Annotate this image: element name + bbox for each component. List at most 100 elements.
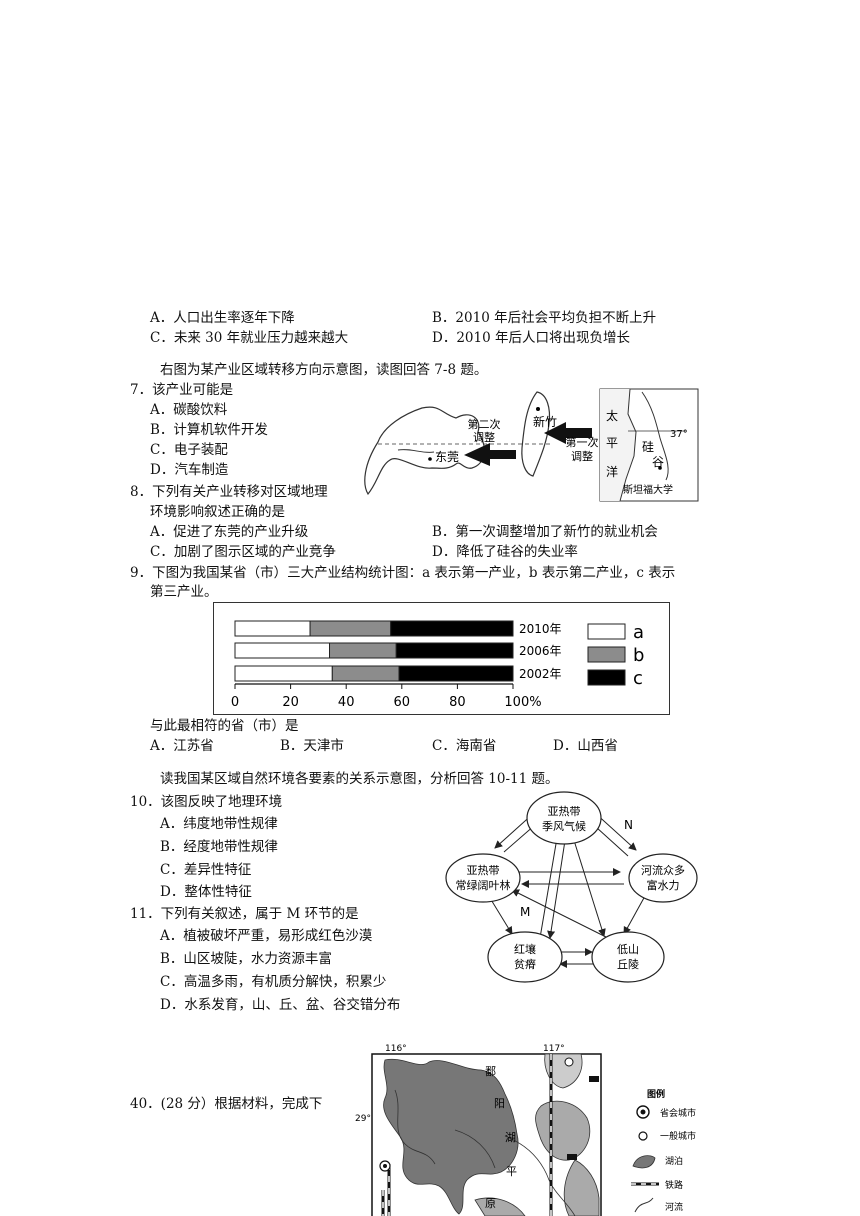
- q11-stem: 11．下列有关叙述，属于 M 环节的是: [130, 906, 359, 922]
- legend-swatch-c: [587, 669, 626, 686]
- q7-option-a: A．碳酸饮料: [150, 402, 228, 418]
- legend-swatch-a: [587, 623, 626, 640]
- q9-option-c: C．海南省: [432, 738, 497, 754]
- node-water-1: 河流众多: [641, 863, 685, 877]
- q7-stem: 7．该产业可能是: [130, 382, 234, 398]
- label-lon-117: 117°: [543, 1044, 565, 1054]
- label-gui: 硅: [642, 440, 654, 454]
- category-label-0: 2010年: [519, 622, 562, 636]
- label-first-adjust-2: 调整: [571, 449, 593, 463]
- bar-a-0: [234, 620, 311, 637]
- label-gu: 谷: [652, 455, 664, 469]
- label-m: M: [520, 905, 530, 919]
- environment-relation-diagram: 亚热带 季风气候 亚热带 常绿阔叶林 河流众多 富水力 红壤 贫瘠 低山 丘陵 …: [445, 791, 698, 983]
- bar-a-2: [234, 665, 333, 682]
- label-ping: 平: [606, 436, 618, 450]
- legend-swatch-b: [587, 646, 626, 663]
- q9-option-d: D．山西省: [553, 738, 618, 754]
- category-label-1: 2006年: [519, 644, 562, 658]
- q6-option-c: C．未来 30 年就业压力越来越大: [150, 330, 349, 346]
- node-climate-1: 亚热带: [548, 805, 581, 818]
- q9-after: 与此最相符的省（市）是: [150, 718, 299, 734]
- q10-option-c: C．差异性特征: [160, 862, 252, 878]
- q9-stem-1: 9．下图为我国某省（市）三大产业结构统计图：a 表示第一产业，b 表示第二产业，…: [130, 565, 676, 581]
- label-second-adjust-1: 第二次: [468, 417, 501, 431]
- q10-option-a: A．纬度地带性规律: [160, 816, 278, 832]
- node-soil-1: 红壤: [514, 942, 536, 956]
- q8-stem-1: 8．下列有关产业转移对区域地理: [130, 484, 328, 500]
- label-lat-29: 29°: [355, 1114, 371, 1124]
- q7-option-b: B．计算机软件开发: [150, 422, 268, 438]
- q10-stem: 10．该图反映了地理环境: [130, 794, 283, 810]
- map-char-po: 鄱: [485, 1065, 496, 1078]
- node-terrain-2: 丘陵: [617, 958, 639, 971]
- label-tai: 太: [606, 408, 618, 423]
- bar-a-1: [234, 642, 331, 659]
- legend-city: 一般城市: [660, 1130, 696, 1142]
- q40-stem: 40．(28 分）根据材料，完成下: [130, 1096, 323, 1112]
- x-tick-label-2: 40: [338, 695, 355, 710]
- poyang-lake-map: 116° 117° 29° 鄱 阳 湖 平 原 图例 省会城市 一般城市 湖泊 …: [355, 1044, 696, 1216]
- q10-option-d: D．整体性特征: [160, 884, 252, 900]
- legend-title: 图例: [647, 1088, 665, 1100]
- x-tick-label-3: 60: [394, 695, 411, 710]
- q6-option-d: D．2010 年后人口将出现负增长: [432, 330, 630, 346]
- legend-lake: 湖泊: [665, 1156, 683, 1167]
- bar-b-2: [331, 665, 400, 682]
- label-n: N: [624, 818, 633, 832]
- q6-option-a: A．人口出生率逐年下降: [150, 310, 295, 326]
- q11-option-c: C．高温多雨，有机质分解快，积累少: [160, 974, 387, 990]
- label-latitude-37: 37°: [670, 429, 688, 440]
- label-yang: 洋: [606, 464, 618, 479]
- q11-option-a: A．植被破坏严重，易形成红色沙漠: [160, 928, 373, 944]
- q8-stem-2: 环境影响叙述正确的是: [150, 504, 285, 520]
- label-dongguan: 东莞: [435, 450, 459, 464]
- bar-c-2: [398, 665, 514, 682]
- q8-option-a: A．促进了东莞的产业升级: [150, 524, 309, 540]
- map-char-yang: 阳: [494, 1097, 505, 1110]
- q8-option-c: C．加剧了图示区域的产业竞争: [150, 544, 336, 560]
- legend-capital: 省会城市: [660, 1107, 696, 1119]
- category-label-2: 2002年: [519, 667, 562, 681]
- q9-option-b: B．天津市: [280, 738, 344, 754]
- q7-option-c: C．电子装配: [150, 442, 228, 458]
- q11-option-d: D．水系发育，山、丘、盆、谷交错分布: [160, 997, 401, 1013]
- map-char-yuan: 原: [485, 1197, 496, 1210]
- bar-c-1: [395, 642, 514, 659]
- bar-b-1: [329, 642, 397, 659]
- legend-label-c: c: [633, 668, 643, 689]
- node-terrain-1: 低山: [617, 943, 639, 956]
- industry-transfer-map: 第二次 调整 新竹 第一次 调整 东莞 太 平 洋 硅 谷 37° 斯坦福大学: [364, 388, 699, 502]
- label-second-adjust-2: 调整: [473, 430, 495, 444]
- bar-c-0: [390, 620, 514, 637]
- legend-label-a: a: [633, 622, 644, 643]
- label-xinzhu: 新竹: [533, 414, 557, 429]
- map-char-ping: 平: [506, 1165, 517, 1178]
- x-tick-label-1: 20: [282, 695, 299, 710]
- q10-option-b: B．经度地带性规律: [160, 839, 278, 855]
- intro-7-8: 右图为某产业区域转移方向示意图，读图回答 7-8 题。: [160, 362, 488, 378]
- bar-b-0: [309, 620, 392, 637]
- industry-structure-chart: 0 20 40 60 80 100% 2010年 2006年 2002年 abc: [213, 602, 670, 715]
- map-char-hu: 湖: [505, 1131, 516, 1144]
- legend-river: 河流: [665, 1201, 683, 1213]
- x-tick-label-0: 0: [231, 695, 239, 710]
- q7-option-d: D．汽车制造: [150, 462, 229, 478]
- q9-stem-2: 第三产业。: [150, 584, 218, 600]
- q8-option-d: D．降低了硅谷的失业率: [432, 544, 578, 560]
- intro-10-11: 读我国某区域自然环境各要素的关系示意图，分析回答 10-11 题。: [160, 771, 559, 787]
- q11-option-b: B．山区坡陡，水力资源丰富: [160, 951, 332, 967]
- q8-option-b: B．第一次调整增加了新竹的就业机会: [432, 524, 658, 540]
- x-tick-label-5: 100%: [504, 695, 541, 710]
- label-lon-116: 116°: [385, 1044, 407, 1054]
- node-climate-2: 季风气候: [542, 819, 586, 833]
- label-stanford: 斯坦福大学: [623, 483, 673, 496]
- legend-rail: 铁路: [665, 1179, 683, 1191]
- q9-option-a: A．江苏省: [150, 738, 214, 754]
- legend-label-b: b: [633, 645, 644, 666]
- q6-option-b: B．2010 年后社会平均负担不断上升: [432, 310, 657, 326]
- x-tick-label-4: 80: [449, 695, 466, 710]
- node-water-2: 富水力: [647, 878, 680, 892]
- node-soil-2: 贫瘠: [514, 957, 536, 971]
- node-forest-1: 亚热带: [467, 864, 500, 877]
